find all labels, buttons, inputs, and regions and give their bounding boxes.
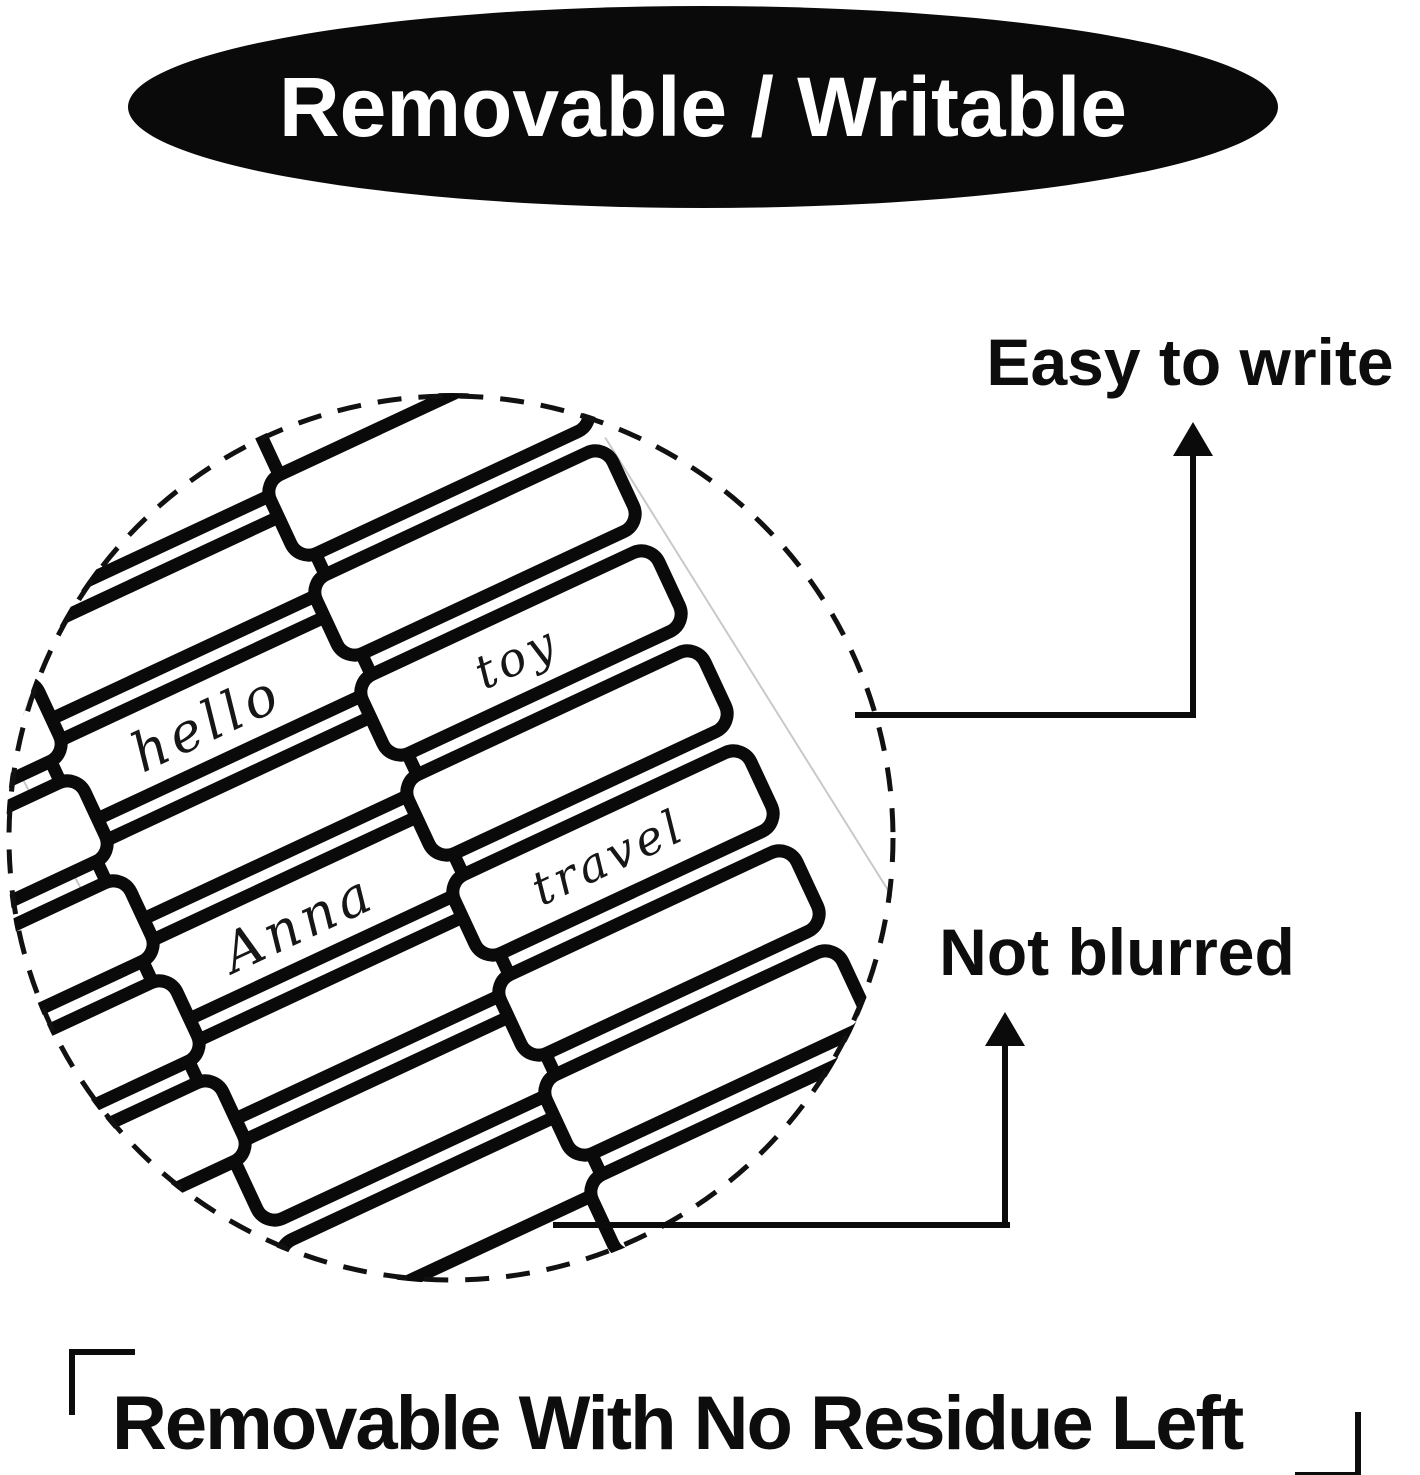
- notblurred-arrowhead-icon: [985, 1012, 1025, 1046]
- headline-oval: Removable / Writable: [128, 6, 1278, 208]
- easy-arrowhead-icon: [1173, 422, 1213, 456]
- callout-not-blurred: Not blurred: [939, 915, 1295, 989]
- easy-arrow-vertical-line: [1190, 450, 1196, 718]
- bottom-headline: Removable With No Residue Left: [112, 1381, 1244, 1466]
- headline-text: Removable / Writable: [278, 59, 1128, 154]
- notblurred-arrow-horizontal-line: [553, 1222, 1010, 1228]
- bracket-top-left-icon: [69, 1349, 135, 1415]
- bracket-bottom-right-icon: [1295, 1412, 1361, 1475]
- callout-easy-to-write: Easy to write: [986, 325, 1394, 399]
- notblurred-arrow-vertical-line: [1002, 1046, 1008, 1228]
- sticker-handwriting-text: toy: [465, 614, 567, 701]
- easy-arrow-horizontal-line: [855, 712, 1196, 718]
